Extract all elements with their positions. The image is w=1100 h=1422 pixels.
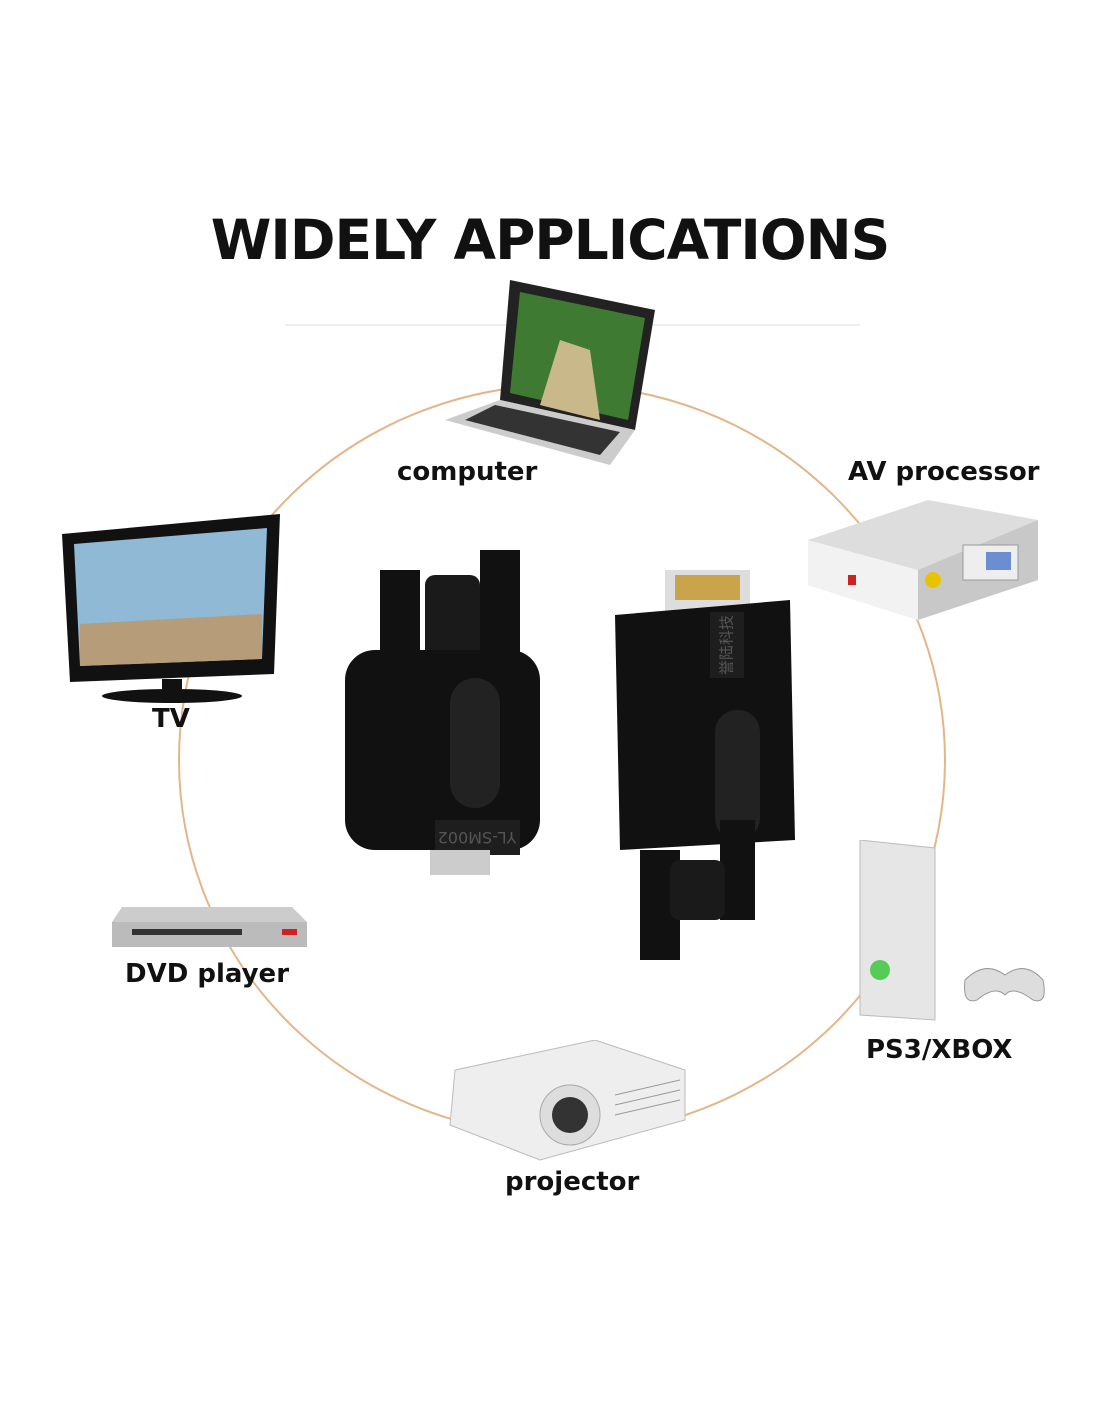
device-label-av-processor: AV processor: [848, 457, 1040, 487]
page-title: WIDELY APPLICATIONS: [210, 208, 891, 272]
brand-marking: 誉陆科技: [718, 615, 736, 675]
laptop-image: [445, 280, 655, 465]
dvd-player-image: [112, 907, 307, 947]
tv-image: [62, 514, 280, 703]
projector-image: [449, 1040, 686, 1161]
xbox-console-image: [859, 840, 1045, 1021]
device-label-projector: projector: [505, 1167, 640, 1197]
device-label-computer: computer: [397, 457, 538, 487]
av-processor-image: [808, 500, 1038, 620]
vga-connector-product-image: YL-SM002 誉陆科技: [345, 550, 795, 960]
device-label-tv: TV: [152, 704, 190, 734]
device-label-ps3-xbox: PS3/XBOX: [866, 1035, 1013, 1065]
device-label-dvd-player: DVD player: [125, 959, 290, 989]
model-marking: YL-SM002: [438, 828, 518, 847]
